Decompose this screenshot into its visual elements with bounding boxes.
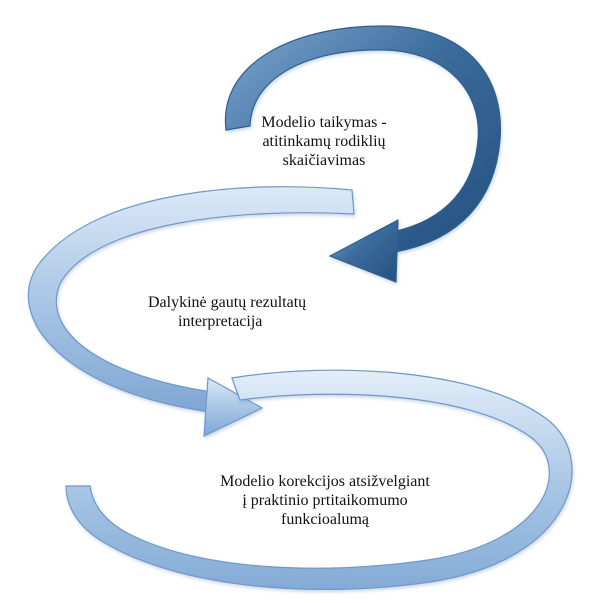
step-1-line-3: skaičiavimas: [282, 152, 366, 169]
step-3-text: Modelio korekcijos atsižvelgiant į prakt…: [203, 472, 447, 529]
step-1-line-2: atitinkamų rodiklių: [262, 133, 386, 150]
step-2-text: Dalykinė gautų rezultatų interpretacija: [148, 293, 338, 331]
step-3-line-1: Modelio korekcijos atsižvelgiant: [220, 473, 430, 490]
step-2-line-1: Dalykinė gautų rezultatų: [148, 294, 307, 311]
cycle-arrow-2: [27, 186, 355, 437]
cycle-arrow-3: [65, 369, 573, 591]
step-1-text: Modelio taikymas - atitinkamų rodiklių s…: [244, 113, 404, 170]
cycle-arrow-1: [224, 25, 502, 283]
step-3-line-2: į praktinio prtitaikomumo: [242, 492, 408, 509]
step-1-line-1: Modelio taikymas -: [261, 114, 387, 131]
step-3-line-3: funkcioalumą: [281, 511, 369, 528]
step-2-line-2: interpretacija: [178, 313, 263, 330]
